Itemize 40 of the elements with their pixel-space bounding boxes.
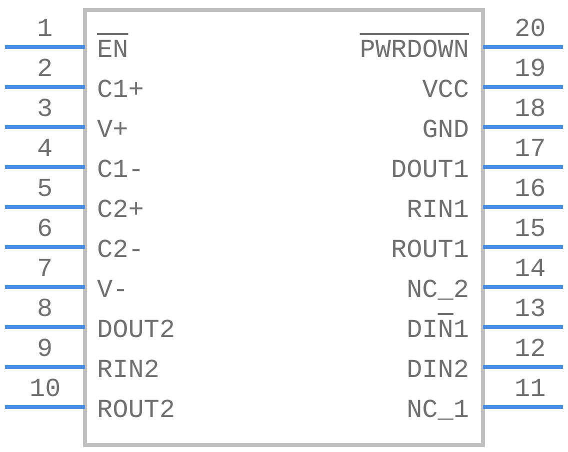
pin-number: 2 [37,55,53,83]
pin-name: VCC [422,76,469,104]
pin-number: 17 [514,135,546,163]
pin-name: C1- [97,156,144,184]
pin-name: NC_2 [406,276,469,304]
pin-number: 3 [37,95,53,123]
pin-number: 9 [37,335,53,363]
pin-number: 20 [514,15,546,43]
pin-name: DIN2 [406,356,469,384]
pin-number: 18 [514,95,546,123]
pin-name: NC_1 [406,396,469,424]
pin-name: GND [422,116,469,144]
pin-name: RIN1 [406,196,469,224]
pin-number: 12 [514,335,546,363]
pin-name: V- [97,276,128,304]
pin-number: 15 [514,215,546,243]
pin-number: 5 [37,175,53,203]
pin-name: C2- [97,236,144,264]
pin-name: ROUT1 [390,236,469,264]
pin-number: 19 [514,55,546,83]
pin-name: DIN1 [406,316,469,344]
pin-number: 13 [514,295,546,323]
pin-name: PWRDOWN [360,36,469,64]
pin-name: C2+ [97,196,144,224]
pin-name: EN [97,36,128,64]
pin-number: 16 [514,175,546,203]
pin-number: 7 [37,255,53,283]
pin-number: 14 [514,255,546,283]
pin-number: 4 [37,135,53,163]
pin-number: 10 [30,375,61,403]
pin-name: DOUT1 [390,156,469,184]
pin-name: V+ [97,116,128,144]
pin-number: 8 [37,295,53,323]
pin-name: C1+ [97,76,144,104]
pin-name: RIN2 [97,356,160,384]
pin-number: 6 [37,215,53,243]
pin-number: 11 [514,375,546,403]
pin-name: DOUT2 [97,316,176,344]
pin-name: ROUT2 [97,396,176,424]
pin-number: 1 [37,15,53,43]
